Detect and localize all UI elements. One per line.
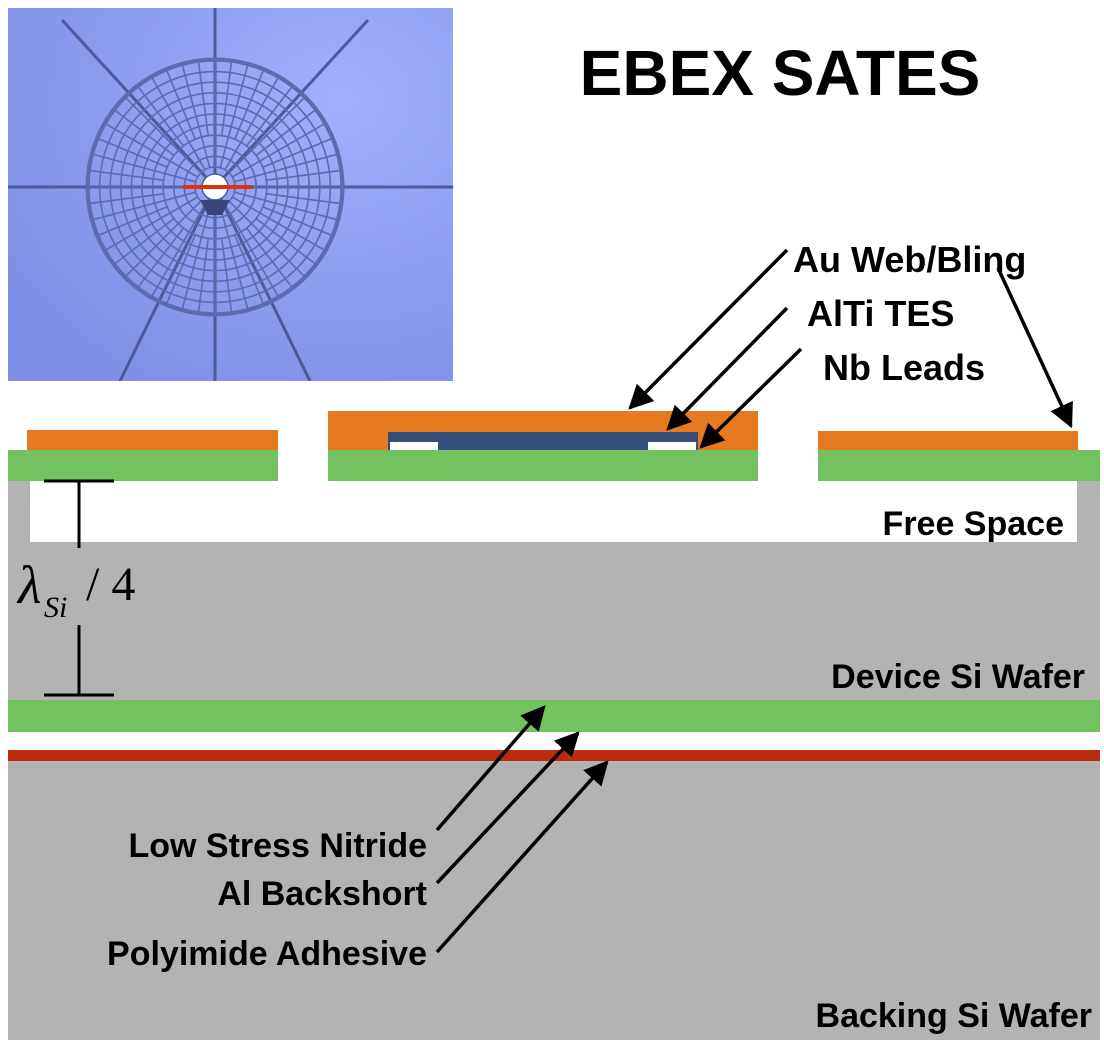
web-spoke xyxy=(219,206,249,311)
web-spoke xyxy=(231,122,327,178)
web-spoke xyxy=(219,63,249,168)
web-spoke xyxy=(103,196,199,252)
web-spoke xyxy=(123,200,202,279)
gold-layer-right xyxy=(818,431,1078,450)
web-spoke xyxy=(231,196,327,252)
arrow-al-backshort xyxy=(435,731,580,885)
nitride-island-right xyxy=(818,450,1100,481)
web-spoke xyxy=(150,203,206,299)
label-au-web-bling: Au Web/Bling xyxy=(793,239,1026,280)
arrow-alti-tes xyxy=(666,306,789,431)
label-device-si-wafer: Device Si Wafer xyxy=(831,658,1085,696)
bolometer-center xyxy=(183,173,253,215)
web-spoke xyxy=(221,238,233,315)
web-spoke xyxy=(234,153,339,183)
web-spoke xyxy=(136,85,184,147)
web-spoke xyxy=(150,75,206,171)
support-leg xyxy=(213,186,312,381)
web-spoke xyxy=(136,227,184,289)
label-low-stress-nitride: Low Stress Nitride xyxy=(128,827,427,865)
web-spoke xyxy=(234,191,339,221)
diagram-title: EBEX SATES xyxy=(580,37,981,109)
web-spoke xyxy=(197,238,209,315)
web-spoke xyxy=(197,59,209,136)
support-leg xyxy=(213,18,370,189)
lambda-symbol: λ xyxy=(16,555,41,615)
web-spoke xyxy=(262,206,334,237)
web-spoke xyxy=(262,137,334,168)
web-spoke xyxy=(255,108,317,156)
web-spoke xyxy=(246,85,294,147)
web-spoke xyxy=(113,218,175,266)
lambda-subscript: Si xyxy=(44,591,67,624)
backing-si-wafer xyxy=(8,758,1100,1040)
web-spoke xyxy=(255,218,317,266)
arrow-au-bling xyxy=(996,267,1073,429)
label-alti-tes: AlTi TES xyxy=(807,293,954,334)
label-nb-leads: Nb Leads xyxy=(823,347,985,388)
web-spoke xyxy=(266,169,343,181)
gold-layer-left xyxy=(27,430,278,450)
nitride-island-left xyxy=(8,450,278,481)
label-backing-si-wafer: Backing Si Wafer xyxy=(816,997,1092,1035)
web-spoke xyxy=(221,59,233,136)
label-al-backshort: Al Backshort xyxy=(217,875,427,913)
spiderweb-bolometer-photo xyxy=(8,8,453,381)
web-spoke xyxy=(228,200,307,279)
nb-lead-right xyxy=(648,442,696,450)
web-spoke xyxy=(96,206,168,237)
web-spoke xyxy=(234,68,265,140)
web-spoke xyxy=(181,206,211,311)
web-spoke xyxy=(103,122,199,178)
web-spoke xyxy=(91,153,196,183)
alti-tes-layer xyxy=(388,432,698,450)
web-spoke xyxy=(181,63,211,168)
web-spoke xyxy=(224,75,280,171)
quarter-wave-marker xyxy=(44,479,114,697)
web-spoke xyxy=(246,227,294,289)
web-spoke xyxy=(113,108,175,156)
lambda-fraction: / 4 xyxy=(86,558,135,611)
support-leg xyxy=(60,18,217,189)
arrow-low-stress-nitride xyxy=(435,705,546,832)
web-spoke xyxy=(234,234,265,306)
web-spoke xyxy=(228,95,307,174)
arrow-au-web xyxy=(628,248,789,410)
web-spoke xyxy=(87,193,164,205)
web-spoke xyxy=(224,203,280,299)
web-spoke xyxy=(266,193,343,205)
web-spoke xyxy=(87,169,164,181)
web-spoke xyxy=(165,68,196,140)
nitride-island-center xyxy=(328,450,758,481)
web-spoke xyxy=(123,95,202,174)
web-spoke xyxy=(96,137,168,168)
web-spoke xyxy=(165,234,196,306)
label-free-space: Free Space xyxy=(883,505,1064,543)
arrow-nb-leads xyxy=(699,347,803,449)
web-spoke xyxy=(91,191,196,221)
nb-lead-left xyxy=(390,442,438,450)
support-leg xyxy=(118,186,217,381)
low-stress-nitride-bottom xyxy=(8,700,1100,732)
label-polyimide-adhesive: Polyimide Adhesive xyxy=(107,935,427,973)
arrow-polyimide-adhesive xyxy=(435,760,609,954)
device-si-wafer xyxy=(8,480,1100,700)
